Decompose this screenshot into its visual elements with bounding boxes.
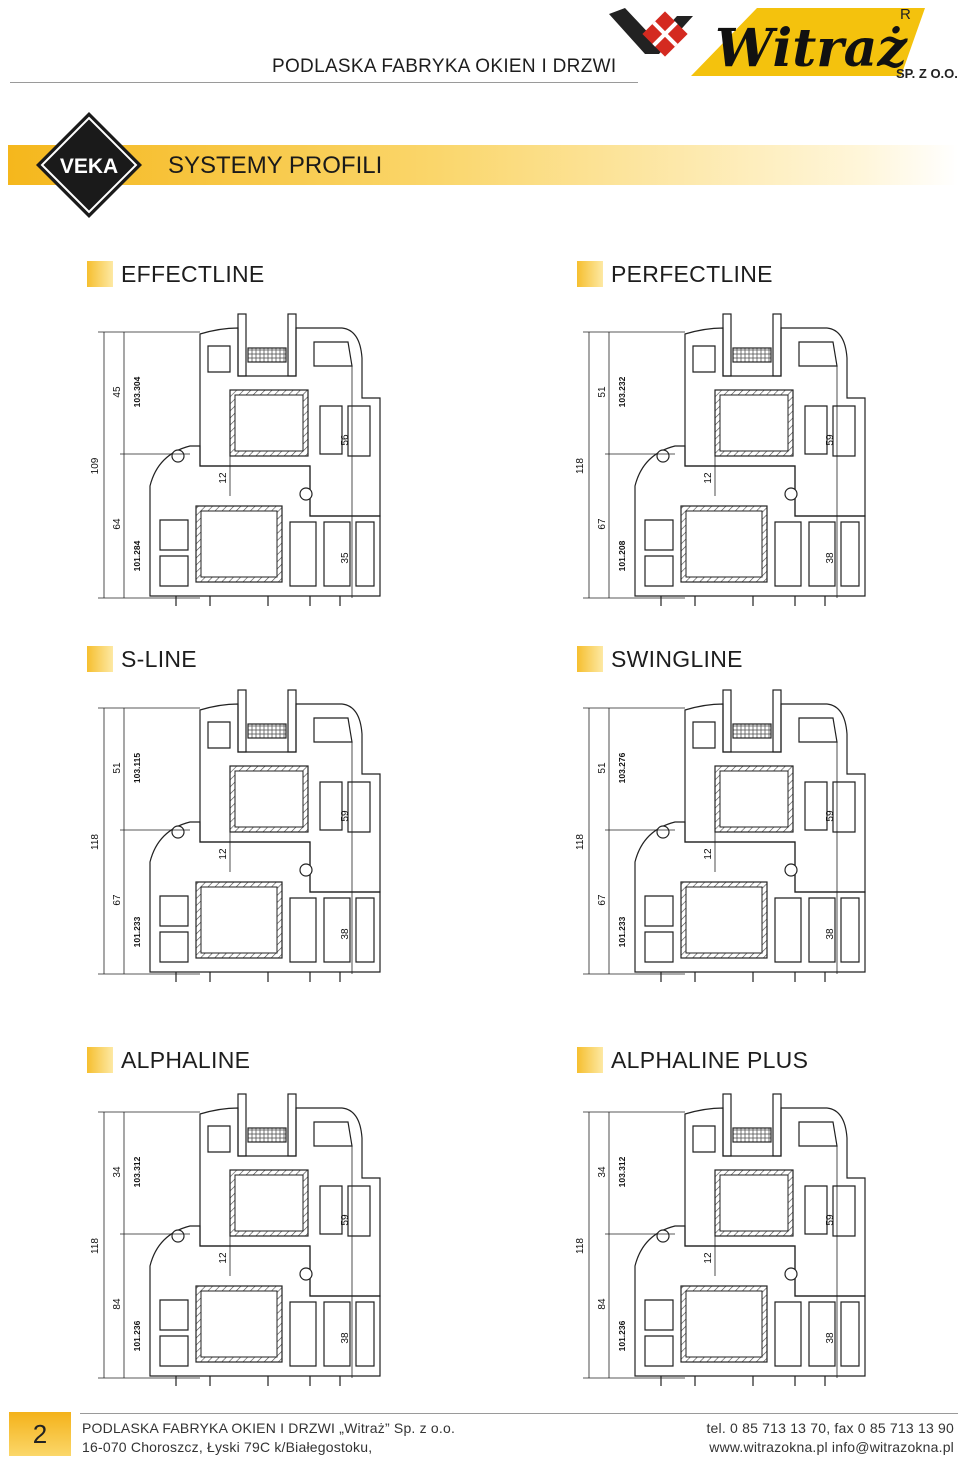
heading-perfectline: PERFECTLINE bbox=[577, 260, 773, 288]
dimension-sash: 59 bbox=[825, 810, 836, 822]
dimension-sash: 59 bbox=[825, 1214, 836, 1226]
heading-marker bbox=[87, 1047, 113, 1073]
dimension-total: 118 bbox=[90, 1238, 101, 1254]
dimension-lower: 67 bbox=[112, 894, 123, 906]
dimension-total: 118 bbox=[90, 834, 101, 850]
heading-effectline: EFFECTLINE bbox=[87, 260, 265, 288]
frame-profile-code: 101.233 bbox=[617, 916, 627, 947]
dimension-overlap: 12 bbox=[218, 848, 229, 860]
dimension-lower: 64 bbox=[112, 518, 123, 530]
dimension-frame: 35 bbox=[340, 552, 351, 564]
dimension-frame: 38 bbox=[825, 552, 836, 564]
registered-mark: R bbox=[900, 6, 911, 23]
frame-profile-code: 101.208 bbox=[617, 540, 627, 571]
witraz-logo: Witraż bbox=[607, 4, 957, 84]
profile-drawing-s-line: 118 51 67 59 38 12 103.115 101.233 bbox=[80, 682, 381, 982]
profile-drawing-alphaline: 118 34 84 59 38 12 103.312 101.236 bbox=[80, 1086, 381, 1386]
heading-s-line: S-LINE bbox=[87, 645, 197, 673]
system-title: ALPHALINE bbox=[121, 1046, 251, 1073]
dimension-frame: 38 bbox=[340, 1332, 351, 1344]
dimension-total: 118 bbox=[575, 834, 586, 850]
dimension-sash: 56 bbox=[340, 434, 351, 446]
dimension-sash: 59 bbox=[340, 810, 351, 822]
dimension-sash: 59 bbox=[340, 1214, 351, 1226]
system-title: SWINGLINE bbox=[611, 645, 743, 672]
dimension-lower: 67 bbox=[597, 894, 608, 906]
section-title: SYSTEMY PROFILI bbox=[168, 152, 383, 179]
heading-alphaline: ALPHALINE bbox=[87, 1046, 250, 1074]
system-title: EFFECTLINE bbox=[121, 260, 265, 287]
heading-marker bbox=[577, 261, 603, 287]
header-divider bbox=[10, 82, 638, 83]
heading-marker bbox=[87, 261, 113, 287]
profile-drawing-alphaline-plus: 118 34 84 59 38 12 103.312 101.236 bbox=[565, 1086, 866, 1386]
dimension-overlap: 12 bbox=[218, 472, 229, 484]
heading-marker bbox=[577, 1047, 603, 1073]
dimension-lower: 84 bbox=[597, 1298, 608, 1310]
sash-profile-code: 103.115 bbox=[132, 753, 142, 784]
dimension-overlap: 12 bbox=[218, 1252, 229, 1264]
dimension-frame: 38 bbox=[340, 928, 351, 940]
dimension-total: 118 bbox=[575, 1238, 586, 1254]
dimension-frame: 38 bbox=[825, 1332, 836, 1344]
dimension-upper: 34 bbox=[112, 1166, 123, 1178]
dimension-total: 118 bbox=[575, 458, 586, 474]
profile-drawing-effectline: 109 45 64 56 35 12 103.304 101.284 bbox=[80, 306, 381, 606]
logo-suffix: SP. Z O.O. bbox=[896, 66, 958, 81]
dimension-overlap: 12 bbox=[703, 848, 714, 860]
dimension-upper: 51 bbox=[112, 762, 123, 774]
dimension-upper: 51 bbox=[597, 386, 608, 398]
dimension-upper: 34 bbox=[597, 1166, 608, 1178]
dimension-lower: 67 bbox=[597, 518, 608, 530]
logo-wordmark: Witraż bbox=[715, 18, 908, 79]
footer-company: PODLASKA FABRYKA OKIEN I DRZWI „Witraż” … bbox=[82, 1420, 456, 1436]
dimension-overlap: 12 bbox=[703, 1252, 714, 1264]
sash-profile-code: 103.312 bbox=[617, 1156, 627, 1187]
section-banner bbox=[8, 145, 958, 185]
dimension-overlap: 12 bbox=[703, 472, 714, 484]
dimension-sash: 59 bbox=[825, 434, 836, 446]
frame-profile-code: 101.233 bbox=[132, 916, 142, 947]
dimension-lower: 84 bbox=[112, 1298, 123, 1310]
heading-alphaline-plus: ALPHALINE PLUS bbox=[577, 1046, 808, 1074]
footer-divider bbox=[80, 1413, 958, 1414]
system-title: ALPHALINE PLUS bbox=[611, 1046, 809, 1073]
heading-marker bbox=[87, 646, 113, 672]
dimension-upper: 45 bbox=[112, 386, 123, 398]
system-title: S-LINE bbox=[121, 645, 197, 672]
profile-drawing-perfectline: 118 51 67 59 38 12 103.232 101.208 bbox=[565, 306, 866, 606]
dimension-frame: 38 bbox=[825, 928, 836, 940]
veka-logo: VEKA bbox=[34, 110, 144, 220]
sash-profile-code: 103.232 bbox=[617, 376, 627, 407]
sash-profile-code: 103.312 bbox=[132, 1156, 142, 1187]
frame-profile-code: 101.236 bbox=[617, 1320, 627, 1351]
company-name-header: PODLASKA FABRYKA OKIEN I DRZWI bbox=[272, 56, 617, 77]
heading-swingline: SWINGLINE bbox=[577, 645, 743, 673]
footer-address: 16-070 Choroszcz, Łyski 79C k/Białegosto… bbox=[82, 1439, 373, 1455]
profile-drawing-swingline: 118 51 67 59 38 12 103.276 101.233 bbox=[565, 682, 866, 982]
system-title: PERFECTLINE bbox=[611, 260, 773, 287]
page-number: 2 bbox=[9, 1412, 71, 1456]
footer-phone: tel. 0 85 713 13 70, fax 0 85 713 13 90 bbox=[706, 1420, 954, 1436]
sash-profile-code: 103.276 bbox=[617, 752, 627, 783]
heading-marker bbox=[577, 646, 603, 672]
svg-text:VEKA: VEKA bbox=[60, 155, 118, 178]
dimension-total: 109 bbox=[90, 457, 101, 474]
sash-profile-code: 103.304 bbox=[132, 376, 142, 407]
dimension-upper: 51 bbox=[597, 762, 608, 774]
frame-profile-code: 101.236 bbox=[132, 1320, 142, 1351]
footer-web: www.witrazokna.pl info@witrazokna.pl bbox=[709, 1439, 954, 1455]
frame-profile-code: 101.284 bbox=[132, 540, 142, 571]
